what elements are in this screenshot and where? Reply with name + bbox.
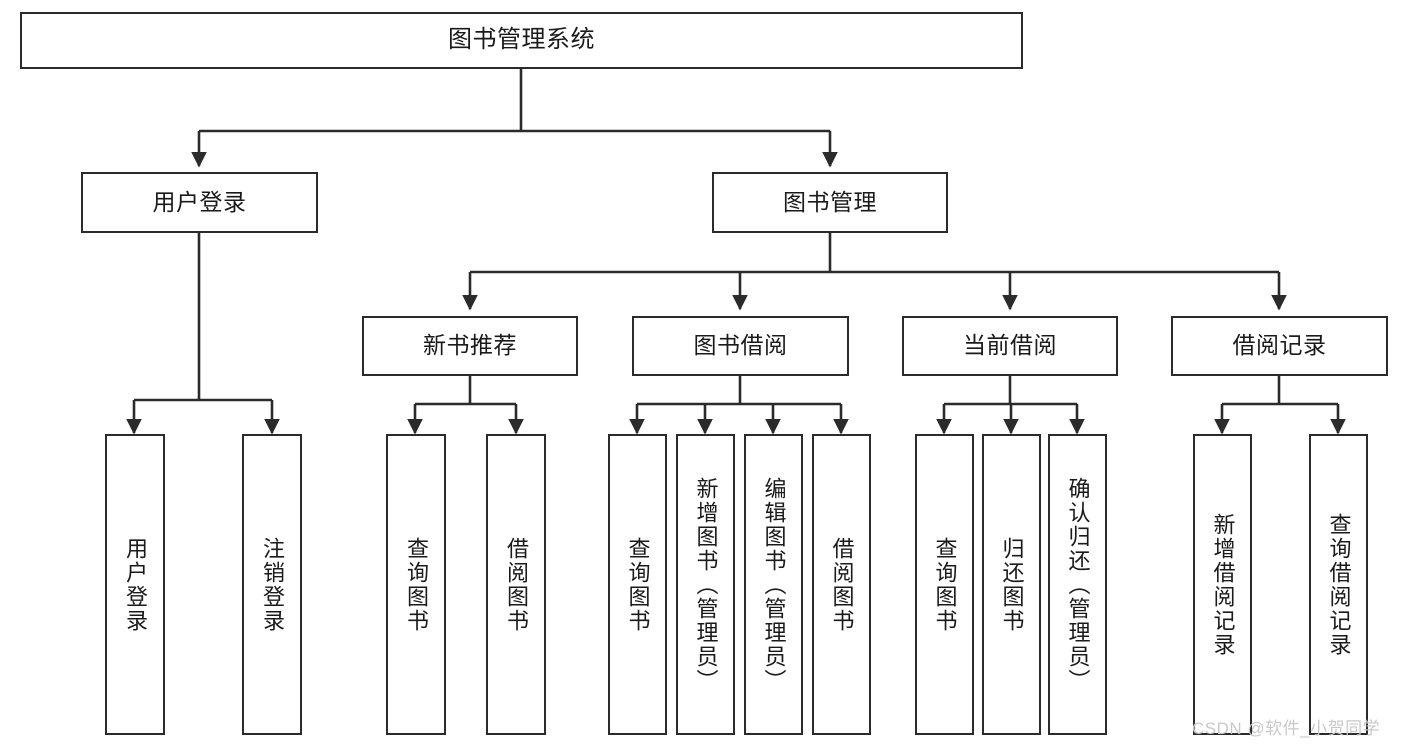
node-leaf-user-logout-label: 注销登录: [260, 536, 285, 633]
node-user-login-label: 用户登录: [152, 188, 247, 215]
node-new-book-recommend[interactable]: 新书推荐: [362, 316, 578, 376]
node-leaf-query-book-1[interactable]: 查询图书: [386, 434, 446, 735]
node-leaf-borrow-book-1[interactable]: 借阅图书: [486, 434, 546, 735]
node-book-management-label: 图书管理: [783, 188, 877, 215]
node-new-book-recommend-label: 新书推荐: [423, 332, 517, 359]
node-borrow-record-label: 借阅记录: [1232, 332, 1327, 359]
node-borrow-record[interactable]: 借阅记录: [1171, 316, 1388, 376]
node-leaf-borrow-book-2[interactable]: 借阅图书: [812, 434, 871, 735]
node-leaf-query-book-3[interactable]: 查询图书: [915, 434, 974, 735]
node-current-borrow-label: 当前借阅: [963, 332, 1057, 359]
node-leaf-add-record[interactable]: 新增借阅记录: [1193, 434, 1252, 735]
node-leaf-query-book-2[interactable]: 查询图书: [608, 434, 667, 735]
node-leaf-user-logout[interactable]: 注销登录: [242, 434, 302, 735]
node-leaf-query-book-3-label: 查询图书: [932, 536, 958, 633]
node-leaf-return-book[interactable]: 归还图书: [982, 434, 1041, 735]
node-leaf-query-book-2-label: 查询图书: [625, 536, 651, 633]
node-leaf-borrow-book-1-label: 借阅图书: [504, 536, 529, 633]
csdn-watermark: CSDN @软件_小贺同学: [1192, 719, 1381, 738]
node-leaf-user-login[interactable]: 用户登录: [105, 434, 165, 735]
node-leaf-query-book-1-label: 查询图书: [404, 536, 429, 633]
node-leaf-user-login-label: 用户登录: [123, 536, 148, 633]
node-leaf-add-book[interactable]: 新增图书（管理员）: [676, 434, 735, 735]
node-root-label: 图书管理系统: [448, 26, 595, 54]
node-user-login[interactable]: 用户登录: [81, 172, 318, 233]
node-book-borrow-label: 图书借阅: [693, 332, 788, 359]
node-leaf-confirm-return[interactable]: 确认归还（管理员）: [1048, 434, 1107, 735]
node-book-borrow[interactable]: 图书借阅: [632, 316, 849, 376]
node-root[interactable]: 图书管理系统: [20, 12, 1023, 69]
node-current-borrow[interactable]: 当前借阅: [902, 316, 1118, 376]
node-leaf-add-book-label: 新增图书（管理员）: [693, 476, 719, 693]
node-book-management[interactable]: 图书管理: [712, 172, 948, 233]
node-leaf-confirm-return-label: 确认归还（管理员）: [1065, 476, 1091, 693]
node-leaf-edit-book-label: 编辑图书（管理员）: [761, 476, 787, 693]
node-leaf-query-record[interactable]: 查询借阅记录: [1309, 434, 1368, 735]
node-leaf-add-record-label: 新增借阅记录: [1210, 512, 1236, 657]
node-leaf-query-record-label: 查询借阅记录: [1326, 512, 1352, 657]
node-leaf-return-book-label: 归还图书: [999, 536, 1025, 633]
node-leaf-borrow-book-2-label: 借阅图书: [829, 536, 855, 633]
node-leaf-edit-book[interactable]: 编辑图书（管理员）: [744, 434, 803, 735]
